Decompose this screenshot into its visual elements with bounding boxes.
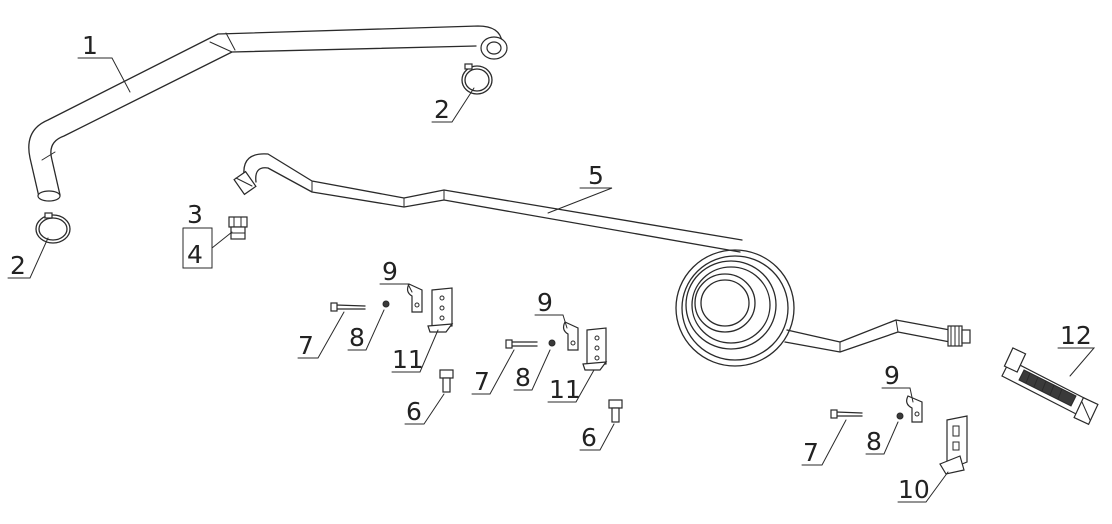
leader-lines [7,57,1096,503]
nut-8-a [382,300,390,308]
label-part-2-left: 2 [10,251,26,280]
label-part-7-right: 7 [803,438,819,467]
part-2-clamp-right [461,63,493,95]
label-part-8-left: 8 [349,323,365,352]
part-2-clamp-left [35,212,71,244]
bracket-11-a [427,287,454,333]
bolt-7-a [330,302,366,312]
bolt-7-c [830,409,863,419]
label-part-2-right: 2 [434,95,450,124]
label-part-8-right: 8 [866,427,882,456]
label-part-10: 10 [898,475,930,504]
label-part-9-right: 9 [884,361,900,390]
label-part-11-left: 11 [392,345,424,374]
bolt-7-b [505,339,538,349]
label-part-7-middle: 7 [474,367,490,396]
label-part-4: 4 [187,240,203,269]
part-1-hose [28,25,508,202]
label-part-6-left: 6 [406,397,422,426]
label-part-7-left: 7 [298,331,314,360]
part-labels: 1 2 2 3 4 5 6 6 7 7 7 8 8 8 9 9 9 10 11 … [10,31,1092,504]
bracket-10 [939,415,968,475]
clip-9-b [562,321,579,351]
bracket-11-b [582,327,608,371]
label-part-1: 1 [82,31,98,60]
label-part-9-left: 9 [382,257,398,286]
label-part-8-middle: 8 [515,363,531,392]
bolt-6-a [439,369,454,393]
label-part-6-right: 6 [581,423,597,452]
part-3-4-fitting [228,216,248,240]
label-part-9-middle: 9 [537,288,553,317]
label-part-5: 5 [588,161,604,190]
part-12-braided-hose [1001,347,1099,426]
label-part-3: 3 [187,200,203,229]
bolt-6-b [608,399,623,423]
nut-8-b [548,339,556,347]
label-part-12: 12 [1060,321,1092,350]
clip-9-c [906,395,923,423]
nut-8-c [896,412,904,420]
part-5-coil-tube [233,153,971,367]
label-part-11-middle: 11 [549,375,581,404]
